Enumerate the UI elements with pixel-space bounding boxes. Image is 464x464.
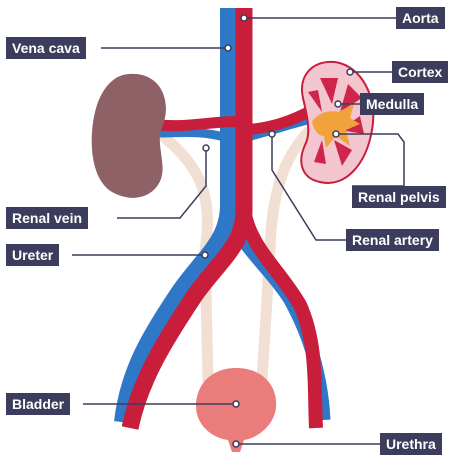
- ureter-label: Ureter: [6, 244, 60, 266]
- cortex-label: Cortex: [392, 61, 449, 83]
- medulla-dot: [334, 100, 342, 108]
- bladder-shape: [196, 368, 277, 452]
- aorta-label: Aorta: [396, 7, 445, 29]
- right-renal-artery: [243, 105, 315, 136]
- ureter-dot: [201, 251, 209, 259]
- cortex-dot: [346, 68, 354, 76]
- aorta-vessel: [121, 8, 253, 430]
- renal-pelvis-dot: [332, 130, 340, 138]
- aorta-dot: [240, 14, 248, 22]
- renal-pelvis-shape: [312, 104, 360, 148]
- renal-vein-dot: [202, 144, 210, 152]
- urethra-label: Urethra: [380, 433, 442, 455]
- bladder-label: Bladder: [6, 393, 71, 415]
- renal-artery-label: Renal artery: [346, 229, 439, 251]
- renal-vein-leader: [117, 148, 207, 219]
- left-renal-vein: [157, 127, 230, 143]
- left-ureter: [149, 124, 214, 386]
- left-renal-artery: [159, 116, 245, 132]
- right-ureter: [256, 122, 318, 386]
- aorta-right-branch: [237, 208, 323, 429]
- medulla-label: Medulla: [360, 93, 425, 115]
- vena-cava-dot: [224, 44, 232, 52]
- renal-pelvis-label: Renal pelvis: [352, 186, 446, 208]
- renal-vein-label: Renal vein: [6, 207, 89, 229]
- renal-artery-dot: [268, 130, 276, 138]
- leader-lines: [72, 17, 405, 445]
- urethra-dot: [232, 440, 240, 448]
- vena-cava-label: Vena cava: [6, 37, 86, 59]
- bladder-dot: [232, 400, 240, 408]
- renal-artery-leader: [271, 134, 346, 241]
- vena-cava: [114, 8, 236, 423]
- left-kidney: [91, 73, 166, 198]
- leader-dots: [201, 14, 354, 448]
